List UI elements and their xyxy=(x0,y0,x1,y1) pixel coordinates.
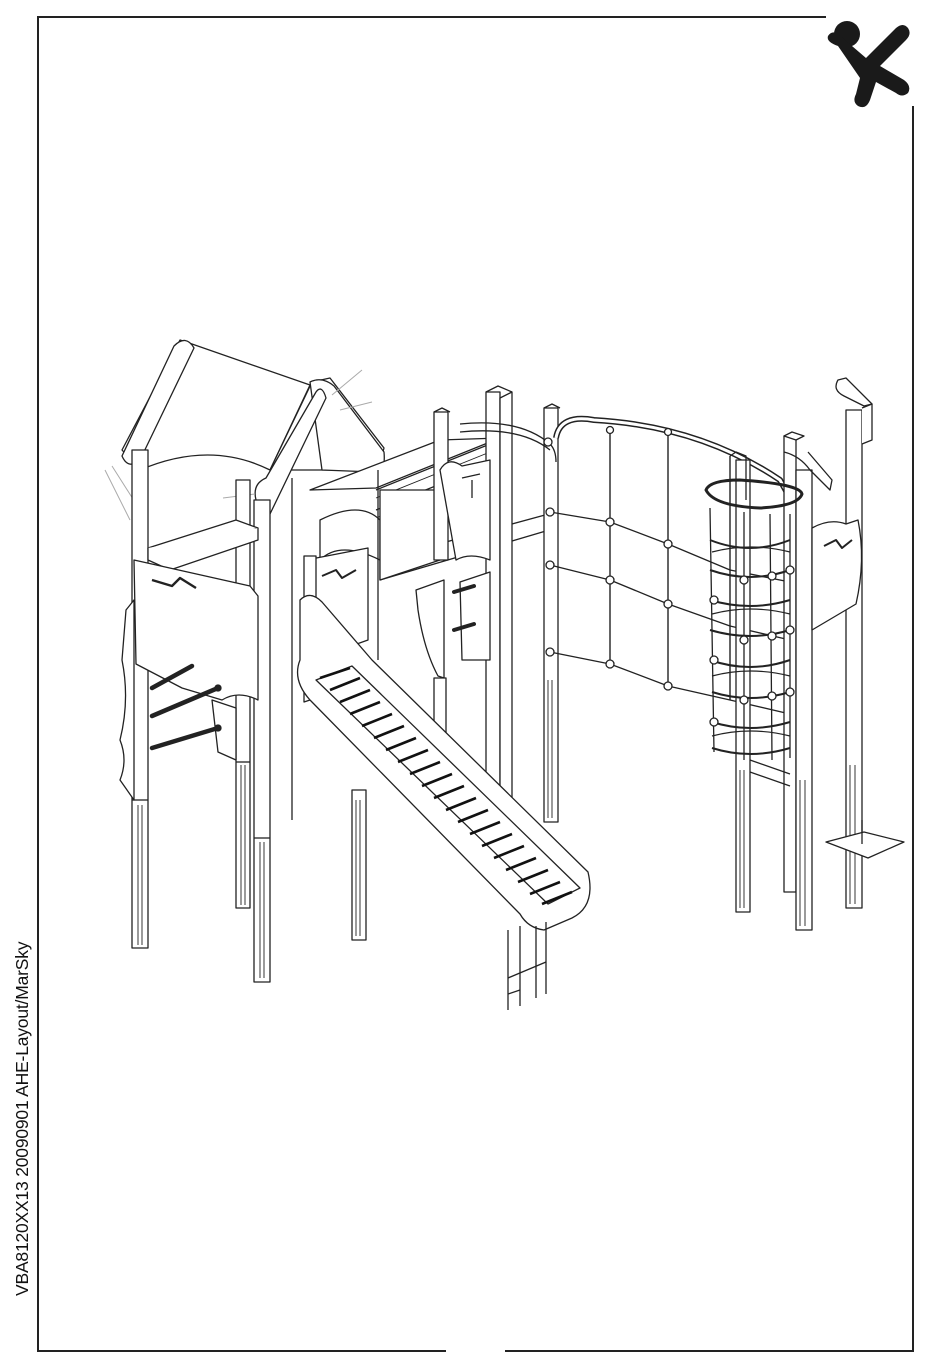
playground-illustration xyxy=(105,340,904,1010)
jumping-figure-logo xyxy=(828,21,910,107)
right-tower xyxy=(736,378,904,930)
page-frame xyxy=(38,17,913,1351)
document-code: VBA8120XX13 20090901 AHE-Layout/MarSky xyxy=(12,942,33,1296)
